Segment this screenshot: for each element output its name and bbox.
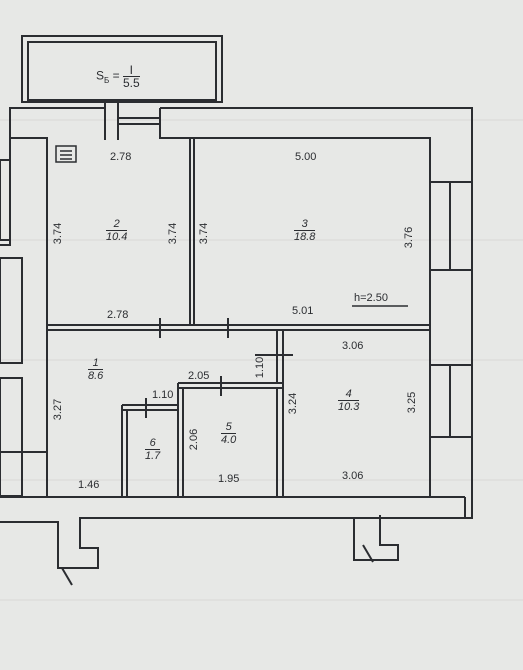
- room-3-area: 18.8: [294, 231, 316, 244]
- dim-r3-top: 5.00: [295, 151, 317, 163]
- walls: [0, 35, 473, 586]
- balcony-area-label: SБ = I 5.5: [96, 64, 140, 89]
- ceiling-height-label: h=2.50: [354, 292, 388, 304]
- room-4-area: 10.3: [338, 401, 360, 414]
- dim-hall-top: 2.05: [188, 370, 210, 382]
- stove-icon: [55, 145, 77, 163]
- dim-r3-right: 3.76: [403, 226, 416, 249]
- balcony-s: S: [96, 68, 105, 83]
- dim-r2-right: 3.74: [167, 222, 180, 245]
- room-6-area: 1.7: [145, 450, 161, 463]
- room-6-id: 6: [145, 437, 161, 451]
- dim-r5-left: 2.06: [188, 428, 201, 451]
- dim-hall-side: 1.10: [254, 356, 267, 379]
- dim-r4-right: 3.25: [406, 391, 419, 414]
- dim-r4-top: 3.06: [342, 340, 364, 352]
- room-2-id: 2: [106, 218, 128, 232]
- paper-grid: [0, 119, 523, 601]
- dim-r4-bottom: 3.06: [342, 470, 364, 482]
- balcony-inner: [27, 41, 217, 101]
- dim-r4-left: 3.24: [287, 392, 300, 415]
- dim-r2-left: 3.74: [52, 222, 65, 245]
- dim-r2-top: 2.78: [110, 151, 132, 163]
- balcony-outer: [21, 35, 223, 103]
- room-5-area: 4.0: [221, 434, 237, 447]
- balcony-fraction: I 5.5: [122, 64, 140, 90]
- dim-r1-left: 3.27: [52, 398, 65, 421]
- balcony-sub: Б: [104, 76, 110, 86]
- room-1-area: 8.6: [88, 370, 104, 383]
- room-2-area: 10.4: [106, 231, 128, 244]
- wall-pier-right: [429, 269, 473, 366]
- dim-r5-bottom: 1.95: [218, 473, 240, 485]
- dim-r1-bottom: 1.46: [78, 479, 100, 491]
- room-5-id: 5: [221, 421, 237, 435]
- dim-r6-top: 1.10: [152, 389, 174, 401]
- room-4-id: 4: [338, 388, 360, 402]
- balcony-num: I: [122, 64, 140, 77]
- dim-r3-bottom: 5.01: [292, 305, 314, 317]
- balcony-den: 5.5: [122, 76, 140, 90]
- dim-r3-left: 3.74: [198, 222, 211, 245]
- room-1-id: 1: [88, 357, 104, 371]
- dim-r2-bottom: 2.78: [107, 309, 129, 321]
- room-3-id: 3: [294, 218, 316, 232]
- balcony-eq: =: [112, 68, 120, 83]
